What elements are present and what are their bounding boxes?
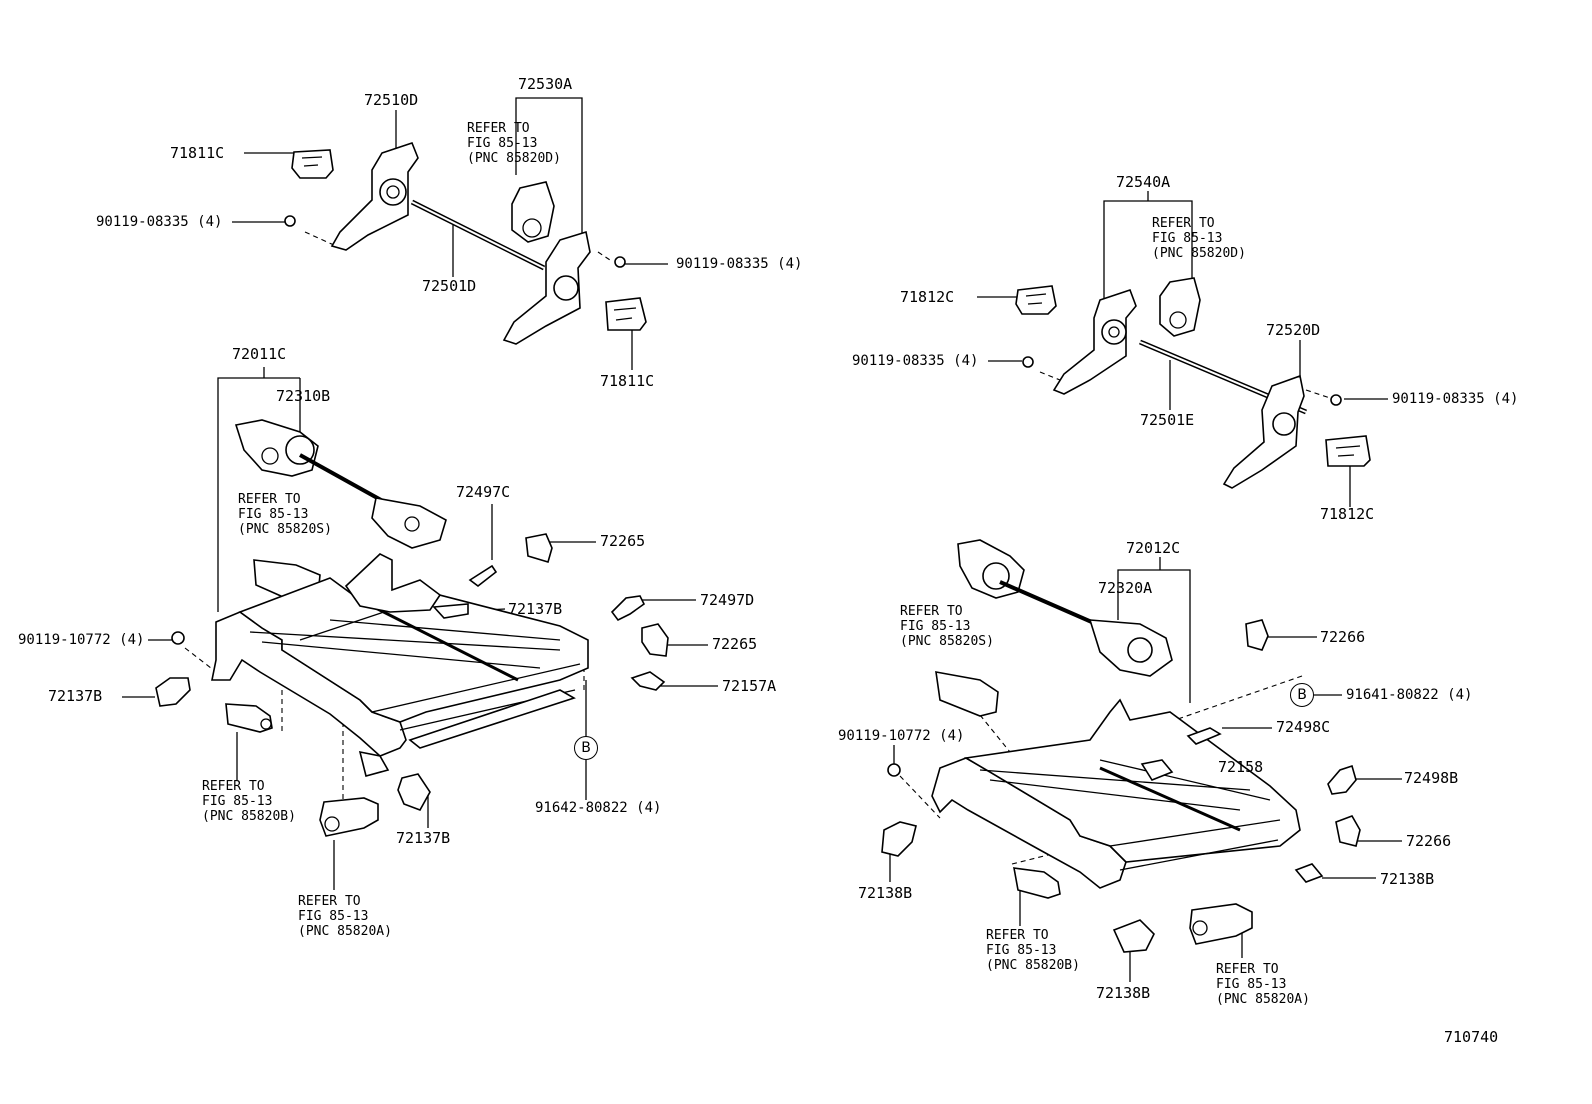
label-72012C: 72012C	[1126, 539, 1181, 557]
label-72158: 72158	[1218, 758, 1264, 776]
label-90119-08335-left-a: 90119-08335 (4)	[96, 214, 223, 230]
note-refer-85820D-right: REFER TO FIG 85-13 (PNC 85820D)	[1152, 216, 1246, 261]
callout-b-right: B	[1290, 683, 1314, 707]
label-72266-b: 72266	[1406, 832, 1452, 850]
label-72138B-b: 72138B	[858, 884, 913, 902]
callout-b-left: B	[574, 736, 598, 760]
label-90119-08335-right-a: 90119-08335 (4)	[852, 353, 979, 369]
label-72137B-a: 72137B	[508, 600, 563, 618]
label-90119-08335-left-b: 90119-08335 (4)	[676, 256, 803, 272]
label-72011C: 72011C	[232, 345, 287, 363]
label-72320A: 72320A	[1098, 579, 1153, 597]
label-72266-a: 72266	[1320, 628, 1366, 646]
label-72137B-b: 72137B	[48, 687, 103, 705]
label-71811C-bottom: 71811C	[600, 372, 655, 390]
label-91642-80822: 91642-80822 (4)	[535, 800, 662, 816]
figure-number: 710740	[1444, 1028, 1499, 1046]
label-72138B-a: 72138B	[1380, 870, 1435, 888]
label-90119-10772-left: 90119-10772 (4)	[18, 632, 145, 648]
label-71812C-bottom: 71812C	[1320, 505, 1375, 523]
label-72310B: 72310B	[276, 387, 331, 405]
right-leaders	[889, 191, 1402, 982]
label-72497D: 72497D	[700, 591, 755, 609]
label-90119-10772-right: 90119-10772 (4)	[838, 728, 965, 744]
label-72265-b: 72265	[712, 635, 758, 653]
note-refer-85820B-left: REFER TO FIG 85-13 (PNC 85820B)	[202, 779, 296, 824]
label-72530A: 72530A	[518, 75, 573, 93]
label-72265-a: 72265	[600, 532, 646, 550]
label-72501E: 72501E	[1140, 411, 1195, 429]
label-71811C-top: 71811C	[170, 144, 225, 162]
note-refer-85820S-right: REFER TO FIG 85-13 (PNC 85820S)	[900, 604, 994, 649]
left-parts	[155, 142, 669, 837]
label-91641-80822: 91641-80822 (4)	[1346, 687, 1473, 703]
label-90119-08335-right-b: 90119-08335 (4)	[1392, 391, 1519, 407]
note-refer-85820A-left: REFER TO FIG 85-13 (PNC 85820A)	[298, 894, 392, 939]
note-refer-85820S-left: REFER TO FIG 85-13 (PNC 85820S)	[238, 492, 332, 537]
label-72137B-c: 72137B	[396, 829, 451, 847]
right-parts	[881, 277, 1371, 953]
label-72520D: 72520D	[1266, 321, 1321, 339]
label-72501D: 72501D	[422, 277, 477, 295]
label-72157A: 72157A	[722, 677, 777, 695]
label-71812C-top: 71812C	[900, 288, 955, 306]
note-refer-85820D-left: REFER TO FIG 85-13 (PNC 85820D)	[467, 121, 561, 166]
label-72498C: 72498C	[1276, 718, 1331, 736]
note-refer-85820A-right: REFER TO FIG 85-13 (PNC 85820A)	[1216, 962, 1310, 1007]
label-72540A: 72540A	[1116, 173, 1171, 191]
label-72138B-c: 72138B	[1096, 984, 1151, 1002]
label-72497C: 72497C	[456, 483, 511, 501]
note-refer-85820B-right: REFER TO FIG 85-13 (PNC 85820B)	[986, 928, 1080, 973]
label-72510D: 72510D	[364, 91, 419, 109]
label-72498B: 72498B	[1404, 769, 1459, 787]
